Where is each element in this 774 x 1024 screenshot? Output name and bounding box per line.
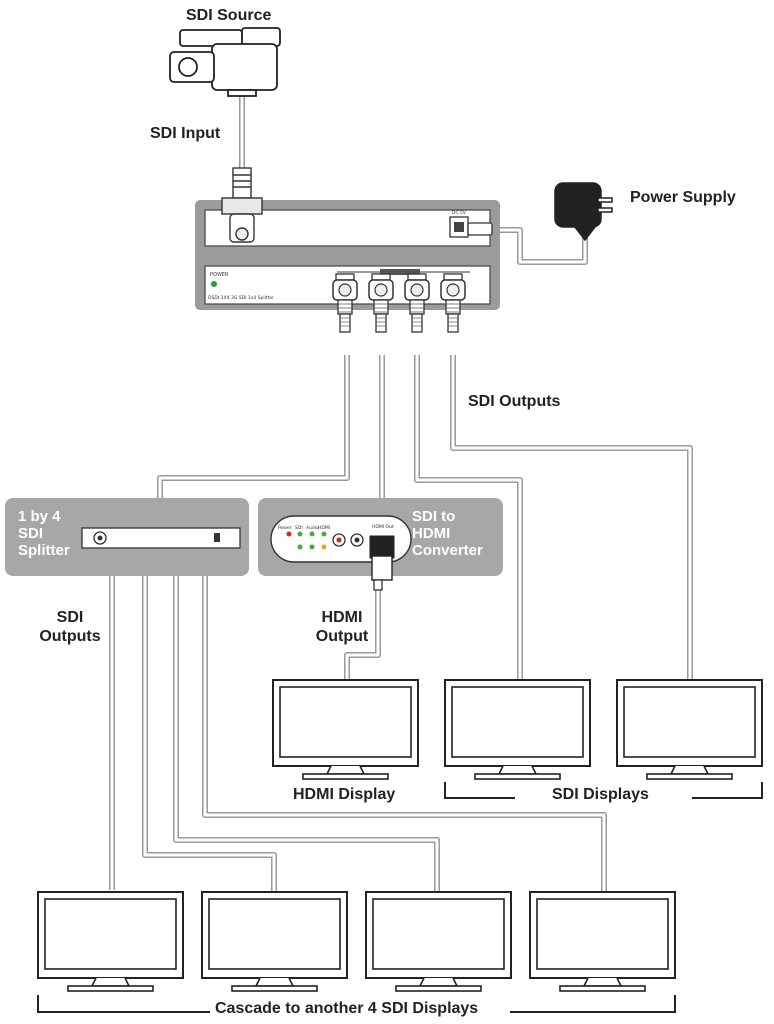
converter-label-line-3: Converter xyxy=(412,542,483,559)
converter-led-sdi: SDI xyxy=(295,525,303,531)
splitter-label-line-1: 1 by 4 xyxy=(18,508,61,525)
converter-label-line-2: HDMI xyxy=(412,525,451,542)
splitter-label-line-2: SDI xyxy=(18,525,44,542)
sdi-displays-label: SDI Displays xyxy=(552,786,649,803)
converter-led-audio: Audio xyxy=(306,525,319,531)
sdi-source-label: SDI Source xyxy=(186,7,272,24)
hdmi-output-line-2: Output xyxy=(315,628,369,645)
camera-icon xyxy=(169,27,281,97)
hdmi-output-label: HDMI Output xyxy=(306,608,378,646)
device-model-label: DSDI-1X4 3G SDI 1x4 Splitter xyxy=(208,295,274,301)
sdi-outputs-left-line-1: SDI xyxy=(56,609,84,626)
dc-plug xyxy=(467,222,493,236)
device-power-label: POWER xyxy=(210,272,229,278)
input-bnc-connector xyxy=(221,167,263,243)
device-dc-label: DC 5V xyxy=(452,210,467,216)
converter-box-label: SDI to HDMI Converter xyxy=(412,508,483,559)
sdi-input-label: SDI Input xyxy=(150,125,221,142)
hdmi-display-label: HDMI Display xyxy=(293,786,396,803)
converter-power-label: Power xyxy=(278,525,292,531)
cascade-label: Cascade to another 4 SDI Displays xyxy=(215,1000,479,1017)
converter-box xyxy=(258,498,503,591)
power-supply-label: Power Supply xyxy=(630,189,736,206)
splitter-box xyxy=(5,498,249,576)
power-adapter-icon xyxy=(554,182,613,242)
converter-led-hdmi: HDMI xyxy=(318,525,330,531)
hdmi-output-line-1: HDMI xyxy=(321,609,363,626)
display-group-brackets xyxy=(37,782,763,1013)
splitter-box-label: 1 by 4 SDI Splitter xyxy=(18,508,70,559)
sdi-outputs-left-line-2: Outputs xyxy=(39,628,101,645)
converter-label-line-1: SDI to xyxy=(412,508,456,525)
sdi-outputs-top-label: SDI Outputs xyxy=(468,393,561,410)
splitter-label-line-3: Splitter xyxy=(18,542,70,559)
sdi-outputs-left-label: SDI Outputs xyxy=(30,608,110,646)
converter-hdmi-out-label: HDMI Out xyxy=(372,524,394,530)
